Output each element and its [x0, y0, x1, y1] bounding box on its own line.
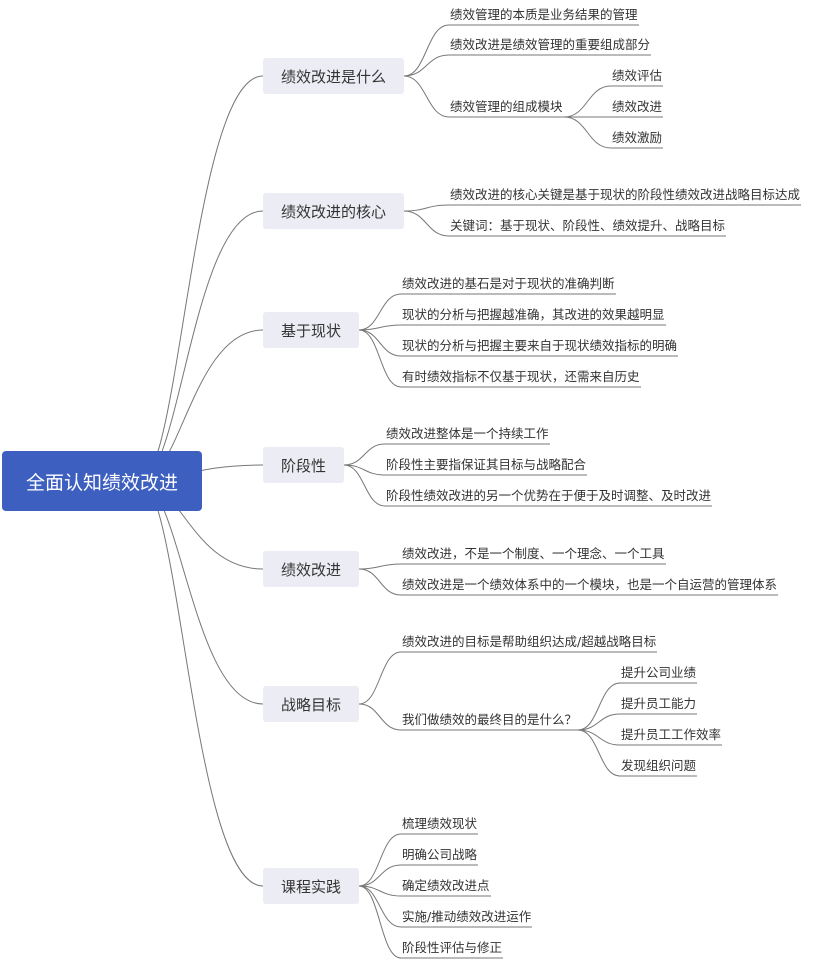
subtopic-leaf[interactable]: 绩效激励: [612, 130, 663, 145]
branch-topic[interactable]: 绩效改进的核心: [263, 193, 405, 229]
subtopic-leaf[interactable]: 发现组织问题: [621, 758, 697, 773]
subtopic[interactable]: 绩效改进是绩效管理的重要组成部分: [450, 37, 651, 52]
subtopic[interactable]: 现状的分析与把握越准确，其改进的效果越明显: [402, 307, 665, 322]
subtopic[interactable]: 明确公司战略: [402, 847, 478, 862]
branch-topic[interactable]: 战略目标: [263, 686, 360, 722]
subtopic[interactable]: 关键词：基于现状、阶段性、绩效提升、战略目标: [450, 218, 726, 233]
root-branch-connector: [139, 480, 264, 705]
subtopic[interactable]: 绩效改进的目标是帮助组织达成/超越战略目标: [402, 634, 657, 649]
subtopic[interactable]: 绩效改进是一个绩效体系中的一个模块，也是一个自运营的管理体系: [402, 577, 778, 592]
subtopic[interactable]: 阶段性评估与修正: [402, 940, 503, 955]
subtopic[interactable]: 绩效改进，不是一个制度、一个理念、一个工具: [402, 546, 665, 561]
subtopic-leaf[interactable]: 提升员工工作效率: [621, 727, 722, 742]
subtopic-leaf[interactable]: 提升公司业绩: [621, 665, 697, 680]
branch-topic[interactable]: 绩效改进是什么: [263, 58, 405, 94]
subtopic[interactable]: 现状的分析与把握主要来自于现状绩效指标的明确: [402, 338, 678, 353]
root-topic[interactable]: 全面认知绩效改进: [2, 451, 202, 511]
branch-topic-connector: [403, 204, 801, 212]
subtopic[interactable]: 绩效改进的基石是对于现状的准确判断: [402, 276, 615, 291]
branch-topic[interactable]: 绩效改进: [263, 551, 360, 587]
subtopic[interactable]: 实施/推动绩效改进运作: [402, 909, 532, 924]
subtopic[interactable]: 有时绩效指标不仅基于现状，还需来自历史: [402, 369, 640, 384]
subtopic[interactable]: 绩效管理的本质是业务结果的管理: [450, 7, 638, 22]
subtopic[interactable]: 梳理绩效现状: [402, 816, 478, 831]
branch-topic-connector: [358, 651, 657, 705]
subtopic[interactable]: 确定绩效改进点: [402, 878, 490, 893]
subtopic[interactable]: 绩效管理的组成模块: [450, 99, 563, 114]
subtopic[interactable]: 我们做绩效的最终目的是什么？: [402, 712, 578, 727]
subtopic-leaf[interactable]: 绩效改进: [612, 99, 663, 114]
root-branch-connector: [139, 210, 264, 482]
root-branch-connector: [139, 480, 264, 887]
branch-topic-connector: [358, 563, 666, 570]
branch-topic-connector: [358, 324, 666, 331]
branch-topic[interactable]: 基于现状: [263, 312, 360, 348]
subtopic[interactable]: 绩效改进的核心关键是基于现状的阶段性绩效改进战略目标达成: [450, 187, 801, 202]
subtopic-leaf[interactable]: 提升员工能力: [621, 696, 697, 711]
subtopic-leaf[interactable]: 绩效评估: [612, 68, 663, 83]
branch-topic[interactable]: 阶段性: [263, 447, 345, 483]
branch-topic[interactable]: 课程实践: [263, 868, 360, 904]
subtopic[interactable]: 绩效改进整体是一个持续工作: [386, 426, 549, 441]
subtopic[interactable]: 阶段性主要指保证其目标与战略配合: [386, 457, 587, 472]
subtopic[interactable]: 阶段性绩效改进的另一个优势在于便于及时调整、及时改进: [386, 488, 712, 503]
root-branch-connector: [139, 75, 264, 482]
